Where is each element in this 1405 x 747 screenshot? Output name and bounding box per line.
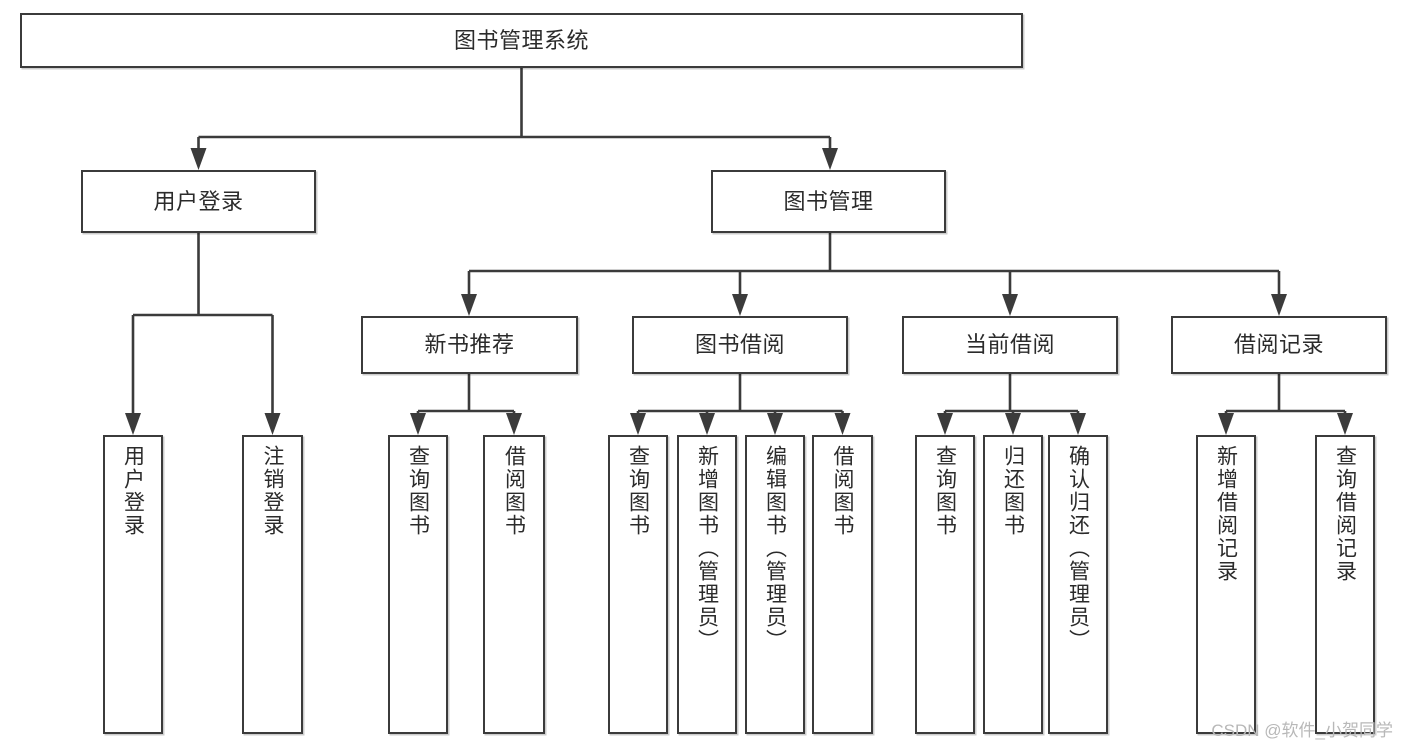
leaf-add-book-admin-label: 新增图书（管理员） [695, 445, 719, 652]
node-book-management-label: 图书管理 [783, 188, 874, 214]
node-current-borrow[interactable]: 当前借阅 [902, 316, 1118, 374]
leaf-user-login[interactable]: 用户登录 [103, 435, 163, 734]
arrow-to-new-book [461, 294, 477, 316]
leaf-borrow-book-label: 借阅图书 [831, 445, 855, 537]
leaf-add-book-admin[interactable]: 新增图书（管理员） [677, 435, 737, 734]
arrow-leaf-13 [1337, 413, 1353, 435]
arrow-leaf-7 [767, 413, 783, 435]
arrow-leaf-6 [699, 413, 715, 435]
node-book-borrow-label: 图书借阅 [694, 332, 785, 358]
node-user-login[interactable]: 用户登录 [81, 170, 316, 233]
leaf-edit-book-admin-label: 编辑图书（管理员） [763, 445, 787, 652]
node-root[interactable]: 图书管理系统 [20, 13, 1023, 68]
leaf-query-book-newbook-label: 查询图书 [406, 445, 430, 537]
leaf-add-borrow-record[interactable]: 新增借阅记录 [1196, 435, 1256, 734]
leaf-query-borrow-record[interactable]: 查询借阅记录 [1315, 435, 1375, 734]
node-new-book-recommend-label: 新书推荐 [424, 332, 515, 358]
arrow-leaf-5 [630, 413, 646, 435]
arrow-to-book-manage [822, 148, 838, 170]
leaf-query-book-current-label: 查询图书 [933, 445, 957, 537]
leaf-query-book-borrow[interactable]: 查询图书 [608, 435, 668, 734]
node-current-borrow-label: 当前借阅 [964, 332, 1055, 358]
leaf-logout-label: 注销登录 [261, 445, 285, 537]
node-root-label: 图书管理系统 [453, 27, 589, 53]
arrow-to-user-login [190, 148, 207, 170]
node-new-book-recommend[interactable]: 新书推荐 [361, 316, 578, 374]
arrow-leaf-11 [1070, 413, 1086, 435]
node-borrow-record[interactable]: 借阅记录 [1171, 316, 1387, 374]
leaf-confirm-return-admin-label: 确认归还（管理员） [1066, 445, 1090, 652]
arrow-to-current [1002, 294, 1018, 316]
leaf-confirm-return-admin[interactable]: 确认归还（管理员） [1048, 435, 1108, 734]
arrow-leaf-1 [125, 413, 141, 435]
leaf-return-book-label: 归还图书 [1001, 445, 1025, 537]
arrow-leaf-2 [264, 413, 281, 435]
leaf-add-borrow-record-label: 新增借阅记录 [1214, 445, 1238, 583]
leaf-borrow-book-newbook[interactable]: 借阅图书 [483, 435, 545, 734]
arrow-to-record [1271, 294, 1287, 316]
arrow-leaf-8 [834, 413, 851, 435]
leaf-query-book-newbook[interactable]: 查询图书 [388, 435, 448, 734]
arrow-leaf-4 [506, 413, 522, 435]
leaf-edit-book-admin[interactable]: 编辑图书（管理员） [745, 435, 805, 734]
node-user-login-label: 用户登录 [153, 188, 244, 214]
arrow-leaf-12 [1218, 413, 1234, 435]
arrow-leaf-9 [937, 413, 953, 435]
arrow-leaf-3 [410, 413, 426, 435]
arrow-leaf-10 [1005, 413, 1021, 435]
leaf-borrow-book[interactable]: 借阅图书 [812, 435, 873, 734]
leaf-return-book[interactable]: 归还图书 [983, 435, 1043, 734]
node-book-management[interactable]: 图书管理 [711, 170, 946, 233]
leaf-logout[interactable]: 注销登录 [242, 435, 303, 734]
arrow-to-borrow [732, 294, 748, 316]
leaf-query-book-current[interactable]: 查询图书 [915, 435, 975, 734]
leaf-borrow-book-newbook-label: 借阅图书 [502, 445, 526, 537]
node-book-borrow[interactable]: 图书借阅 [632, 316, 848, 374]
leaf-query-book-borrow-label: 查询图书 [626, 445, 650, 537]
node-borrow-record-label: 借阅记录 [1233, 332, 1324, 358]
leaf-user-login-label: 用户登录 [121, 445, 145, 537]
leaf-query-borrow-record-label: 查询借阅记录 [1333, 445, 1357, 583]
watermark: CSDN @软件_小贺同学 [1211, 721, 1393, 740]
